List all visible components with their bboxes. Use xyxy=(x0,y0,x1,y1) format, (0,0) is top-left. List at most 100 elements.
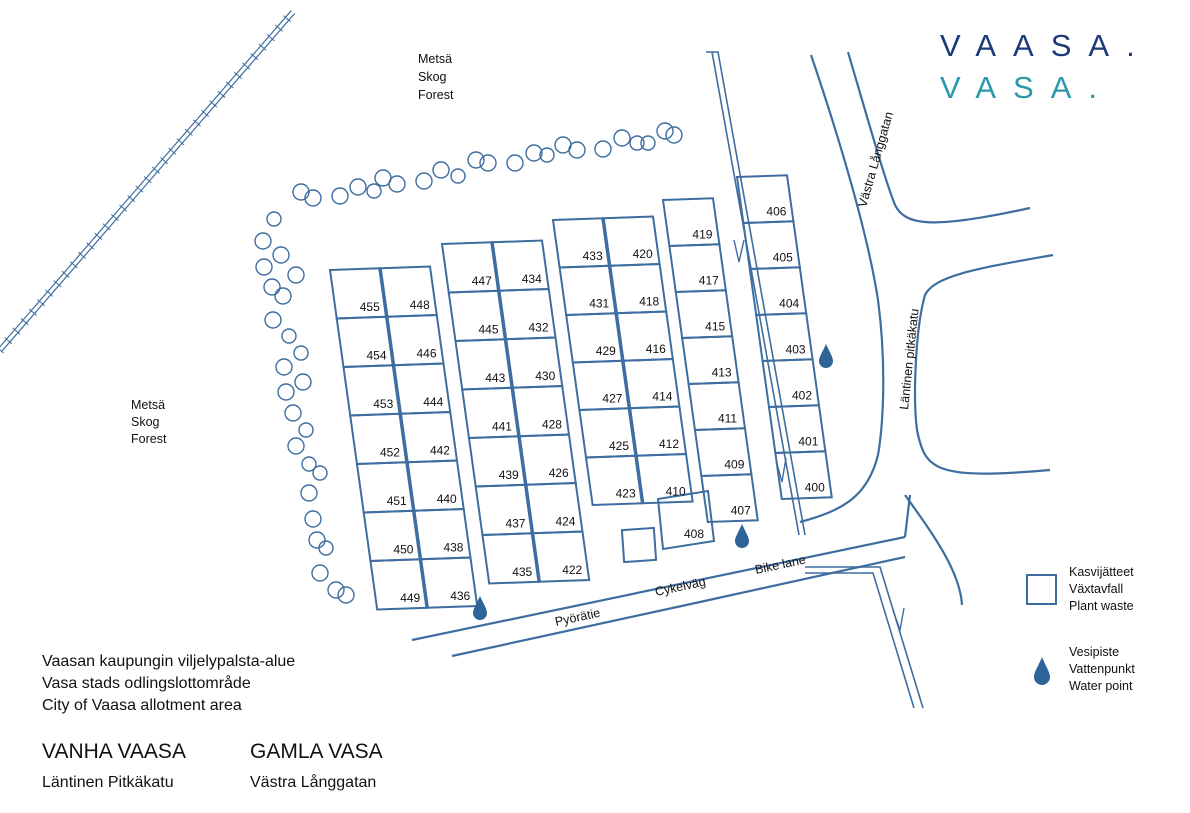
plot-label-452: 452 xyxy=(380,445,400,459)
plot-label-431: 431 xyxy=(589,296,609,310)
plot-label-443: 443 xyxy=(485,371,505,385)
plot-label-440: 440 xyxy=(437,492,457,506)
plot-label-418: 418 xyxy=(639,295,659,309)
plot-label-427: 427 xyxy=(602,391,622,405)
plot-label-433: 433 xyxy=(583,249,603,263)
road-vastra-langgatan-east-edge xyxy=(846,51,1031,224)
legend-water-en: Water point xyxy=(1069,679,1133,693)
railway-line xyxy=(0,10,296,354)
plot-labels: 4554544534524514504494484464444424404384… xyxy=(360,204,825,605)
forest-west-sv: Skog xyxy=(131,415,160,429)
plot-label-419: 419 xyxy=(692,227,712,241)
plot-label-430: 430 xyxy=(535,369,555,383)
plot-label-447: 447 xyxy=(472,274,492,288)
plot-label-437: 437 xyxy=(505,516,525,530)
legend-water-fi: Vesipiste xyxy=(1069,645,1120,659)
plot-label-426: 426 xyxy=(549,466,569,480)
plot-label-449: 449 xyxy=(400,591,420,605)
plot-407 xyxy=(700,473,759,524)
plot-label-439: 439 xyxy=(499,468,519,482)
plot-label-407: 407 xyxy=(731,503,751,517)
plot-label-423: 423 xyxy=(616,486,636,500)
plot-label-403: 403 xyxy=(786,342,806,356)
area-title-fi: Vaasan kaupungin viljelypalsta-alue xyxy=(42,653,296,670)
legend-waste-sv: Växtavfall xyxy=(1069,582,1124,596)
plot-label-455: 455 xyxy=(360,300,380,314)
plant-waste-point xyxy=(620,526,658,564)
road-branch-edge xyxy=(913,253,1054,475)
plot-label-417: 417 xyxy=(699,273,719,287)
plot-label-425: 425 xyxy=(609,439,629,453)
street-name-fi: Läntinen Pitkäkatu xyxy=(42,774,174,791)
plot-label-424: 424 xyxy=(555,515,575,529)
road-vastra-langgatan-west-edge xyxy=(799,54,885,524)
label-lantinen-pitkakatu: Läntinen pitkäkatu xyxy=(897,308,922,410)
legend-water-point-text: Vesipiste Vattenpunkt Water point xyxy=(1069,644,1135,695)
plot-label-412: 412 xyxy=(659,437,679,451)
label-bike-lane-sv: Cykelväg xyxy=(654,575,707,599)
plot-label-400: 400 xyxy=(805,480,825,494)
plot-label-453: 453 xyxy=(373,397,393,411)
plot-label-416: 416 xyxy=(646,342,666,356)
plot-label-410: 410 xyxy=(666,485,686,499)
allotment-plots xyxy=(328,174,833,611)
plot-block xyxy=(440,239,591,585)
plot-block xyxy=(328,265,479,611)
road-kerb-east xyxy=(903,494,912,538)
plot-label-401: 401 xyxy=(798,434,818,448)
plot-block xyxy=(661,197,759,524)
legend xyxy=(1026,574,1057,685)
bike-lane-north-edge xyxy=(411,535,906,642)
water-drop-icon xyxy=(473,596,487,620)
plot-label-436: 436 xyxy=(450,589,470,603)
ditches xyxy=(706,51,924,709)
area-title: Vaasan kaupungin viljelypalsta-alue Vasa… xyxy=(42,651,295,717)
forest-west-en: Forest xyxy=(131,432,167,446)
plot-label-429: 429 xyxy=(596,344,616,358)
plot-label-405: 405 xyxy=(773,250,793,264)
plot-label-414: 414 xyxy=(652,390,672,404)
forest-north-fi: Metsä xyxy=(418,52,452,66)
plot-label-422: 422 xyxy=(562,563,582,577)
legend-plant-waste-text: Kasvijätteet Växtavfall Plant waste xyxy=(1069,564,1134,615)
bike-lane-south-edge xyxy=(451,555,906,658)
label-bike-lane-en: Bike lane xyxy=(754,553,807,577)
plot-label-406: 406 xyxy=(766,204,786,218)
road-southern-edge xyxy=(904,494,964,606)
plot-label-441: 441 xyxy=(492,419,512,433)
legend-water-sv: Vattenpunkt xyxy=(1069,662,1135,676)
legend-waste-en: Plant waste xyxy=(1069,599,1134,613)
plot-label-450: 450 xyxy=(393,542,413,556)
vaasa-logo-sv: VASA. xyxy=(940,70,1115,105)
plot-label-434: 434 xyxy=(522,272,542,286)
legend-waste-fi: Kasvijätteet xyxy=(1069,565,1134,579)
plot-label-432: 432 xyxy=(528,321,548,335)
legend-water-icon xyxy=(1034,657,1050,685)
plot-label-438: 438 xyxy=(443,541,463,555)
plot-label-411: 411 xyxy=(718,411,737,425)
forest-west-fi: Metsä xyxy=(131,398,165,412)
plot-label-435: 435 xyxy=(512,565,532,579)
roads xyxy=(411,51,1054,658)
plot-label-448: 448 xyxy=(410,298,430,312)
plot-label-413: 413 xyxy=(712,365,732,379)
water-drop-icon xyxy=(819,344,833,368)
plot-block xyxy=(735,174,833,501)
plot-label-420: 420 xyxy=(633,247,653,261)
plot-block xyxy=(551,215,694,507)
plot-label-428: 428 xyxy=(542,418,562,432)
plot-408 xyxy=(656,489,716,551)
water-drop-icon xyxy=(735,524,749,548)
forest-label-west: Metsä Skog Forest xyxy=(131,398,167,446)
vaasa-logo-fi: VAASA. xyxy=(940,28,1152,63)
plot-label-415: 415 xyxy=(705,319,725,333)
plot-label-442: 442 xyxy=(430,444,450,458)
area-title-en: City of Vaasa allotment area xyxy=(42,697,242,714)
water-points xyxy=(473,344,833,620)
area-title-sv: Vasa stads odlingslottområde xyxy=(42,675,251,692)
plot-label-408: 408 xyxy=(684,527,704,541)
forest-label-north: Metsä Skog Forest xyxy=(418,52,454,102)
plot-label-409: 409 xyxy=(724,457,744,471)
plot-label-446: 446 xyxy=(416,347,436,361)
